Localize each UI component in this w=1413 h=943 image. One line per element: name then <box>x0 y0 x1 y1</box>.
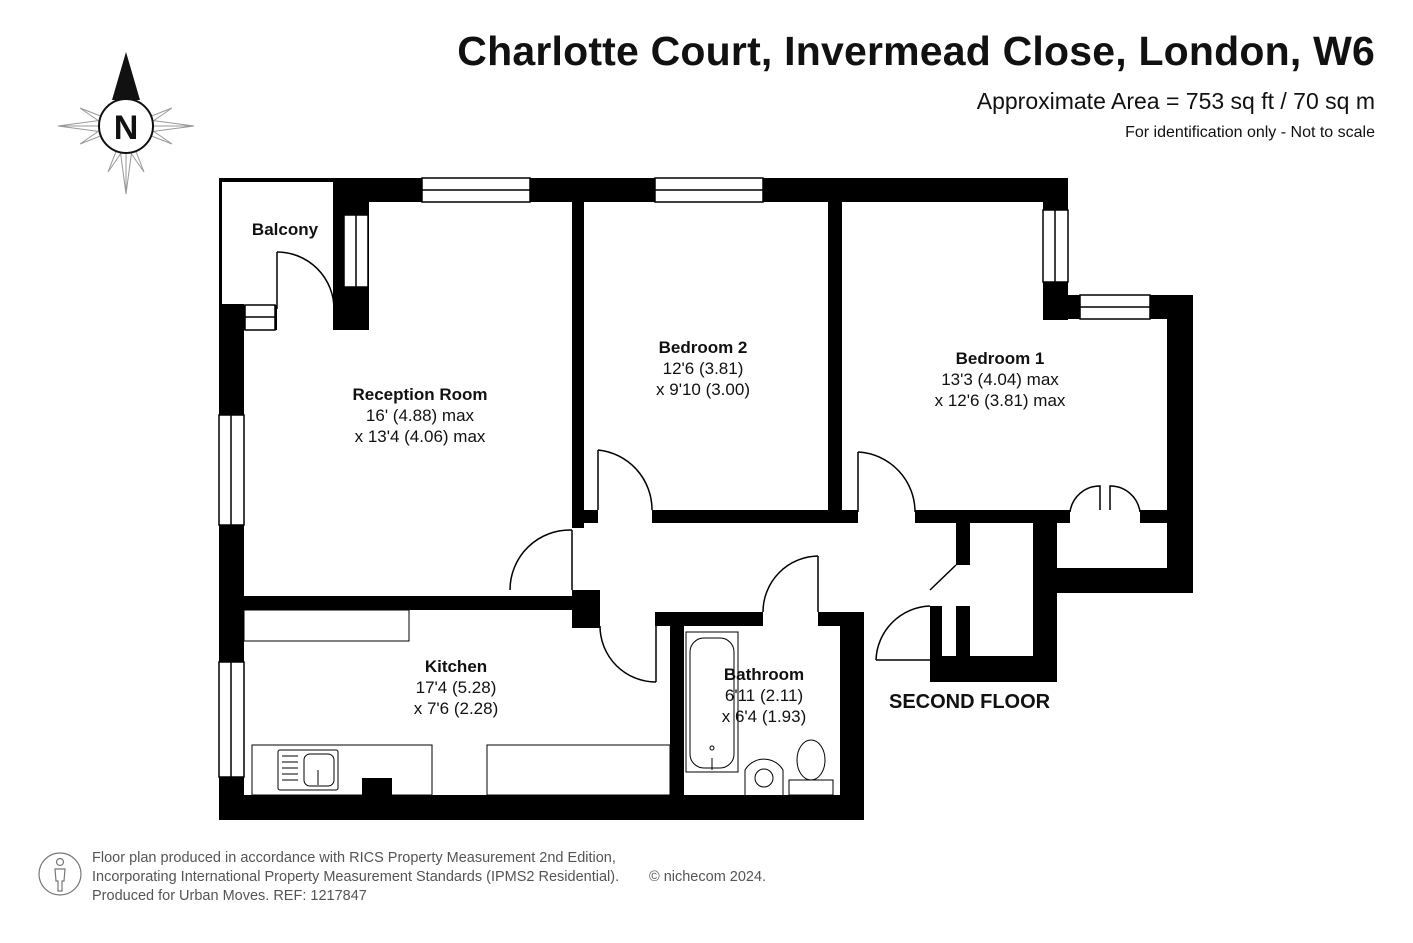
footer-line: Produced for Urban Moves. REF: 1217847 <box>92 888 367 904</box>
room-name: Bathroom <box>723 665 805 684</box>
bathroom-fittings <box>685 631 834 796</box>
room-name: Kitchen <box>424 657 488 676</box>
room-balcony: Balcony <box>252 219 318 240</box>
room-dimension: 12'6 (3.81) <box>662 359 744 378</box>
room-bedroom-1: Bedroom 1 13'3 (4.04) max x 12'6 (3.81) … <box>935 348 1066 411</box>
room-dimension: x 6'4 (1.93) <box>721 707 807 726</box>
kitchen-fittings <box>243 609 671 796</box>
room-dimension: 6'11 (2.11) <box>724 686 804 705</box>
room-name: Bedroom 2 <box>658 338 748 357</box>
property-title: Charlotte Court, Invermead Close, London… <box>457 28 1375 74</box>
floor-label: SECOND FLOOR <box>889 691 1051 713</box>
room-name: Reception Room <box>352 385 488 404</box>
doors <box>276 251 1141 683</box>
compass-rose: N <box>57 52 195 195</box>
windows <box>218 177 1151 778</box>
footer-line: Incorporating International Property Mea… <box>92 869 620 885</box>
room-reception: Reception Room 16' (4.88) max x 13'4 (4.… <box>352 384 487 447</box>
room-dimension: x 12'6 (3.81) max <box>934 391 1066 410</box>
room-kitchen: Kitchen 17'4 (5.28) x 7'6 (2.28) <box>414 656 499 719</box>
compass-letter: N <box>114 109 139 147</box>
room-bedroom-2: Bedroom 2 12'6 (3.81) x 9'10 (3.00) <box>656 337 750 400</box>
person-icon <box>38 852 82 896</box>
scale-note: For identification only - Not to scale <box>1125 124 1375 141</box>
room-dimension: 17'4 (5.28) <box>415 678 497 697</box>
footer: Floor plan produced in accordance with R… <box>92 849 766 906</box>
room-dimension: x 9'10 (3.00) <box>656 380 750 399</box>
room-dimension: x 7'6 (2.28) <box>413 699 499 718</box>
copyright: © nichecom 2024. <box>649 869 767 885</box>
room-dimension: x 13'4 (4.06) max <box>354 427 486 446</box>
footer-line: Floor plan produced in accordance with R… <box>92 850 616 866</box>
room-bathroom: Bathroom 6'11 (2.11) x 6'4 (1.93) <box>722 664 807 727</box>
room-name: Balcony <box>251 220 319 239</box>
north-arrow <box>112 52 140 100</box>
room-name: Bedroom 1 <box>955 349 1045 368</box>
room-dimension: 16' (4.88) max <box>365 406 475 425</box>
approximate-area: Approximate Area = 753 sq ft / 70 sq m <box>976 88 1375 114</box>
room-dimension: 13'3 (4.04) max <box>941 370 1059 389</box>
